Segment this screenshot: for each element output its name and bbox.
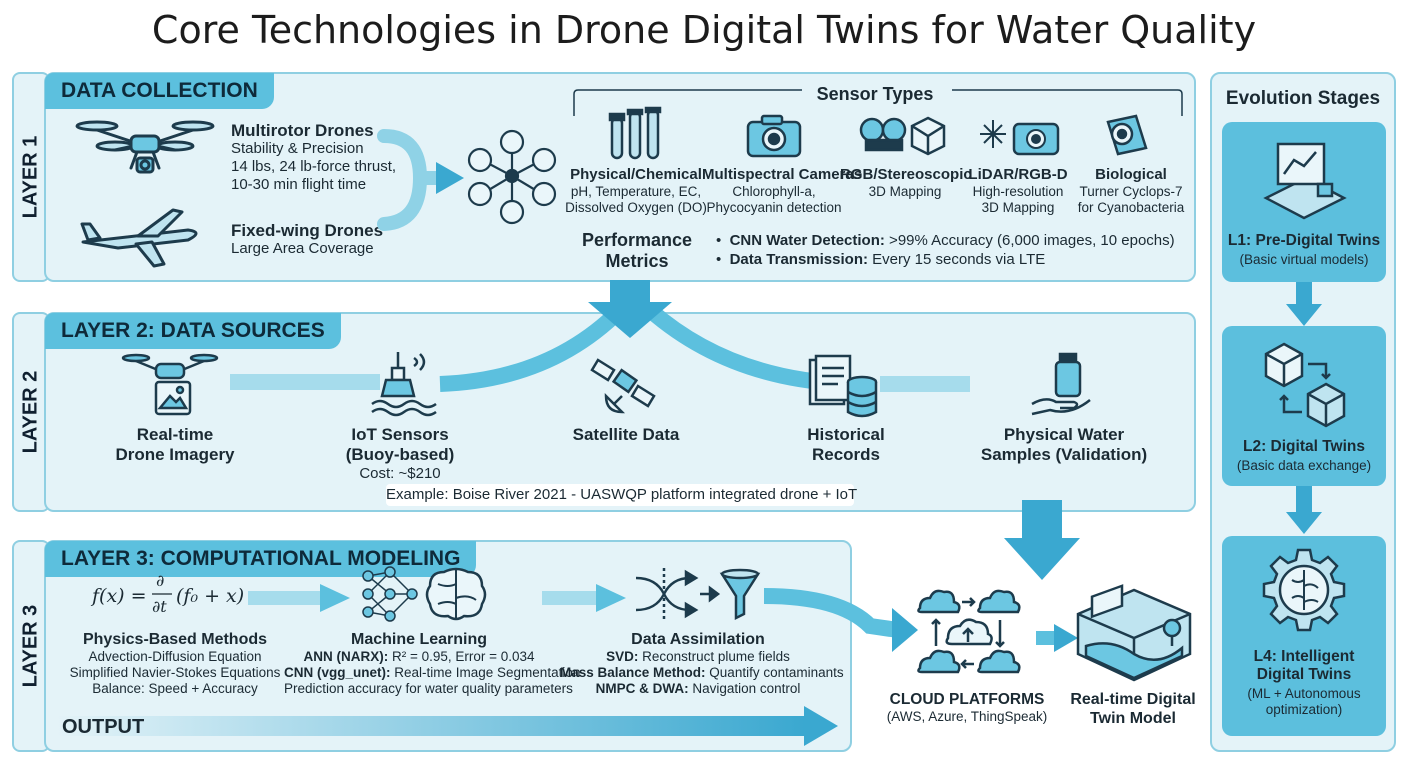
source-iot-sensors: IoT Sensors (Buoy-based) Cost: ~$210 [345, 425, 455, 482]
svg-text:f(x) =: f(x) = [90, 585, 147, 607]
stage-arrow-2 [1286, 486, 1322, 534]
svg-text:∂t: ∂t [152, 597, 167, 616]
camera-icon [746, 114, 802, 158]
sensor-physical-chemical: Physical/Chemical pH, Temperature, EC, D… [565, 166, 707, 215]
example-note: Example: Boise River 2021 - UASWQP platf… [386, 484, 857, 506]
physics-methods: Physics-Based Methods Advection-Diffusio… [69, 631, 281, 696]
sensor-lidar: LiDAR/RGB-D High-resolution 3D Mapping [968, 166, 1068, 215]
fluorometer-icon [1106, 114, 1148, 156]
stereo-camera-icon [859, 116, 946, 156]
water-sample-icon [1031, 352, 1091, 416]
cloud-flow-arrows [763, 500, 1080, 652]
performance-title: Performance Metrics [581, 230, 693, 271]
layer-3-tab: LAYER 3: COMPUTATIONAL MODELING [45, 541, 477, 577]
multirotor-line-1: Stability & Precision [231, 140, 364, 157]
fixedwing-title: Fixed-wing Drones [231, 221, 384, 240]
page-title: Core Technologies in Drone Digital Twins… [151, 8, 1257, 52]
fixed-wing-drone-icon [80, 208, 198, 268]
sensor-multispectral: Multispectral Cameras Chlorophyll-a, Phy… [702, 166, 863, 215]
stage-l1: L1: Pre-Digital Twins (Basic virtual mod… [1222, 122, 1386, 282]
multirotor-drone-icon [75, 120, 215, 174]
cloud-platforms: CLOUD PLATFORMS (AWS, Azure, ThingSpeak) [886, 691, 1048, 724]
output-arrow [56, 706, 838, 746]
data-assimilation: Data Assimilation SVD: Reconstruct plume… [560, 631, 844, 696]
pre-digital-twin-icon [1263, 142, 1347, 220]
performance-item-2: • Data Transmission: Every 15 seconds vi… [716, 251, 1046, 268]
multirotor-title: Multirotor Drones [231, 121, 374, 140]
ml-to-assim-arrow [542, 584, 626, 612]
physics-to-ml-arrow [248, 584, 350, 612]
sensor-rgb-stereo: RGB/Stereoscopic 3D Mapping [840, 166, 972, 199]
stage-l1-sub: (Basic virtual models) [1239, 252, 1369, 267]
data-assimilation-icon [635, 568, 761, 621]
digital-twin-model-icon [1076, 584, 1192, 682]
layer-1-tab: DATA COLLECTION [45, 73, 274, 109]
lidar-icon [980, 120, 1060, 156]
stage-l2-sub: (Basic data exchange) [1236, 458, 1372, 473]
converge-arrows [377, 129, 464, 231]
satellite-icon [590, 358, 656, 414]
evolution-title: Evolution Stages [1225, 88, 1381, 109]
equation-icon: f(x) = ∂ ∂t (f₀ + x) [90, 571, 244, 616]
machine-learning: Machine Learning ANN (NARX): R² = 0.95, … [284, 631, 581, 696]
buoy-sensor-icon [371, 352, 437, 417]
stage-l1-title: L1: Pre-Digital Twins [1227, 232, 1381, 249]
stage-arrow-1 [1286, 282, 1322, 326]
output-label: OUTPUT [62, 716, 145, 738]
sensor-types-bracket [573, 89, 1183, 116]
layer-2-tab: LAYER 2: DATA SOURCES [45, 313, 341, 349]
fixedwing-line-1: Large Area Coverage [231, 240, 374, 257]
multirotor-line-2: 14 lbs, 24 lb-force thrust, [231, 158, 397, 175]
neural-net-icon [362, 566, 487, 622]
performance-item-1: • CNN Water Detection: >99% Accuracy (6,… [716, 232, 1175, 249]
source-satellite: Satellite Data [572, 425, 680, 444]
test-tubes-icon [608, 106, 662, 160]
stage-l2-title: L2: Digital Twins [1243, 438, 1365, 455]
historical-records-icon [808, 354, 878, 418]
stage-l2: L2: Digital Twins (Basic data exchange) [1222, 326, 1386, 486]
layer-3-side-label: LAYER 3 [12, 540, 50, 752]
multirotor-line-3: 10-30 min flight time [231, 176, 367, 193]
sensor-types-title: Sensor Types [816, 84, 934, 104]
sensor-hub-icon [467, 129, 557, 225]
layer-2-side-label: LAYER 2 [12, 312, 50, 512]
gear-brain-icon [1262, 548, 1346, 632]
svg-text:∂: ∂ [156, 571, 164, 590]
drone-imagery-icon [121, 353, 219, 416]
svg-text:(f₀ + x): (f₀ + x) [176, 585, 244, 607]
digital-twin-cubes-icon [1264, 342, 1346, 428]
cloud-platforms-icon [917, 589, 1021, 674]
sensor-biological: Biological Turner Cyclops-7 for Cyanobac… [1077, 166, 1185, 215]
